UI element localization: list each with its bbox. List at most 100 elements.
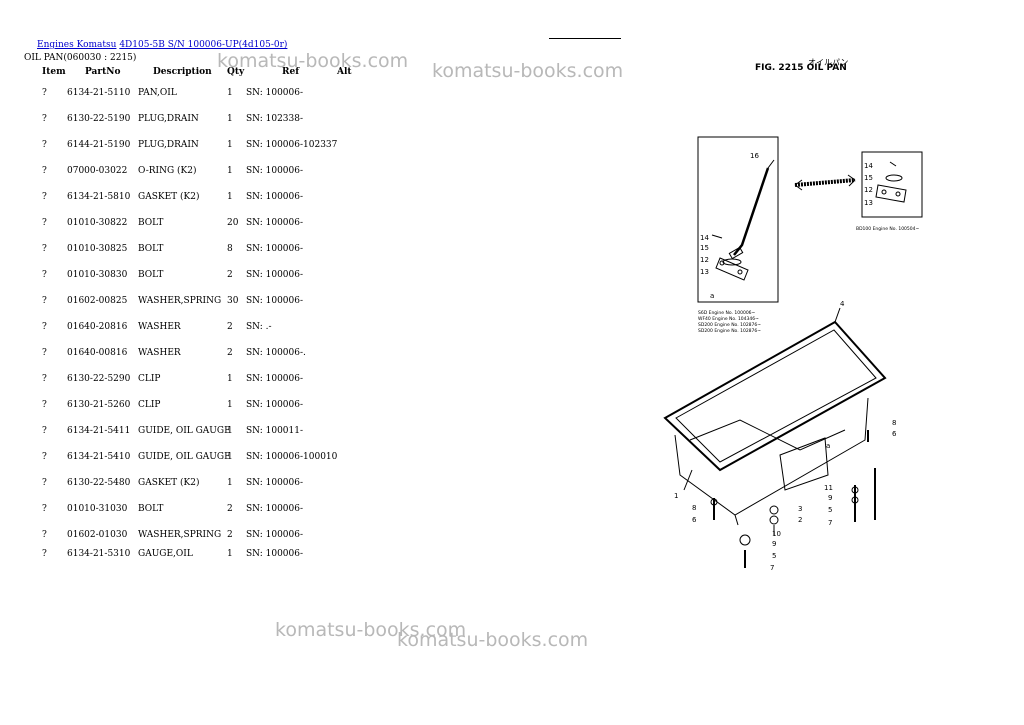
- cell-qty: 1: [227, 426, 233, 436]
- cell-partno: 6134-21-5411: [67, 426, 131, 436]
- callout-11: 11: [824, 484, 833, 492]
- cell-qty: 30: [227, 296, 239, 306]
- callout-14-detail: 14: [864, 162, 873, 170]
- cell-qty: 2: [227, 322, 233, 332]
- cell-qty: 1: [227, 166, 233, 176]
- callout-8: 8: [892, 419, 896, 427]
- cell-item: ?: [42, 549, 47, 559]
- callout-10: 10: [772, 530, 781, 538]
- callout-5: 5: [772, 552, 776, 560]
- cell-qty: 1: [227, 88, 233, 98]
- callout-5-right: 5: [828, 506, 832, 514]
- callout-a: a: [710, 292, 714, 300]
- header-item: Item: [42, 67, 66, 77]
- callout-a-pan: a: [826, 442, 830, 450]
- watermark: komatsu-books.com: [275, 619, 467, 641]
- cell-description: CLIP: [138, 400, 161, 410]
- cell-ref: SN: 100006-: [246, 478, 304, 488]
- detail-box-left: [697, 136, 779, 303]
- cell-qty: 20: [227, 218, 239, 228]
- page-subtitle: OIL PAN(060030 : 2215): [24, 53, 137, 63]
- cell-partno: 01010-30830: [67, 270, 128, 280]
- cell-description: WASHER,SPRING: [138, 296, 222, 306]
- callout-6: 6: [892, 430, 897, 438]
- cell-description: GUIDE, OIL GAUGE: [138, 426, 231, 436]
- cell-item: ?: [42, 244, 47, 254]
- cell-qty: 1: [227, 374, 233, 384]
- cell-item: ?: [42, 348, 47, 358]
- callout-12: 12: [700, 256, 709, 264]
- cell-qty: 2: [227, 270, 233, 280]
- cell-ref: SN: 100006-: [246, 192, 304, 202]
- figure-title: FIG. 2215 OIL PAN: [755, 63, 847, 73]
- cell-item: ?: [42, 114, 47, 124]
- cell-partno: 6134-21-5110: [67, 88, 131, 98]
- cell-item: ?: [42, 322, 47, 332]
- figure-japanese-title: オイルパン: [808, 58, 849, 67]
- callout-7-right: 7: [828, 519, 832, 527]
- breadcrumb-link-model[interactable]: 4D105-5B S/N 100006-UP(4d105-0r): [119, 40, 288, 50]
- cell-description: WASHER: [138, 322, 181, 332]
- callout-15-detail: 15: [864, 174, 873, 182]
- cell-ref: SN: 100006-: [246, 218, 304, 228]
- callout-8-left: 8: [692, 504, 696, 512]
- callout-13: 13: [700, 268, 709, 276]
- cell-item: ?: [42, 400, 47, 410]
- cell-item: ?: [42, 166, 47, 176]
- watermark: komatsu-books.com: [217, 50, 409, 72]
- cell-ref: SN: 100006-: [246, 504, 304, 514]
- cell-qty: 1: [227, 192, 233, 202]
- cell-description: GASKET (K2): [138, 192, 200, 202]
- cell-ref: SN: 102338-: [246, 114, 304, 124]
- cell-partno: 6130-22-5190: [67, 114, 131, 124]
- cell-description: GAUGE,OIL: [138, 549, 193, 559]
- cell-ref: SN: 100006-: [246, 400, 304, 410]
- cell-description: BOLT: [138, 504, 164, 514]
- cell-item: ?: [42, 192, 47, 202]
- cell-description: PAN,OIL: [138, 88, 177, 98]
- applicability-line: SD200 Engine No. 102876~: [698, 328, 761, 334]
- cell-partno: 01010-30822: [67, 218, 128, 228]
- cell-qty: 1: [227, 478, 233, 488]
- header-ref: Ref: [282, 67, 300, 77]
- cell-qty: 1: [227, 140, 233, 150]
- cell-ref: SN: 100011-: [246, 426, 304, 436]
- cell-partno: 01010-31030: [67, 504, 128, 514]
- callout-16: 16: [750, 152, 759, 160]
- cell-item: ?: [42, 478, 47, 488]
- cell-description: GASKET (K2): [138, 478, 200, 488]
- callout-6-left: 6: [692, 516, 697, 524]
- cell-ref: SN: 100006-100010: [246, 452, 338, 462]
- header-qty: Qty: [227, 67, 245, 77]
- cell-partno: 01602-00825: [67, 296, 128, 306]
- cell-qty: 1: [227, 400, 233, 410]
- oil-pan-diagram: 16 14 15 12 13 a 4 8 6 1 8 6 3 2 10 9 5 …: [663, 136, 923, 572]
- cell-partno: 01640-20816: [67, 322, 128, 332]
- cell-description: GUIDE, OIL GAUGE: [138, 452, 231, 462]
- cell-partno: 6134-21-5310: [67, 549, 131, 559]
- watermark: komatsu-books.com: [397, 629, 589, 651]
- cell-ref: SN: 100006-: [246, 270, 304, 280]
- breadcrumb-link-engines[interactable]: Engines Komatsu: [37, 40, 117, 50]
- callout-15: 15: [700, 244, 709, 252]
- cell-item: ?: [42, 374, 47, 384]
- cell-ref: SN: 100006-: [246, 549, 304, 559]
- header-alt: Alt: [337, 67, 352, 77]
- cell-description: BOLT: [138, 218, 164, 228]
- cell-item: ?: [42, 426, 47, 436]
- cell-partno: 01602-01030: [67, 530, 128, 540]
- cell-qty: 2: [227, 504, 233, 514]
